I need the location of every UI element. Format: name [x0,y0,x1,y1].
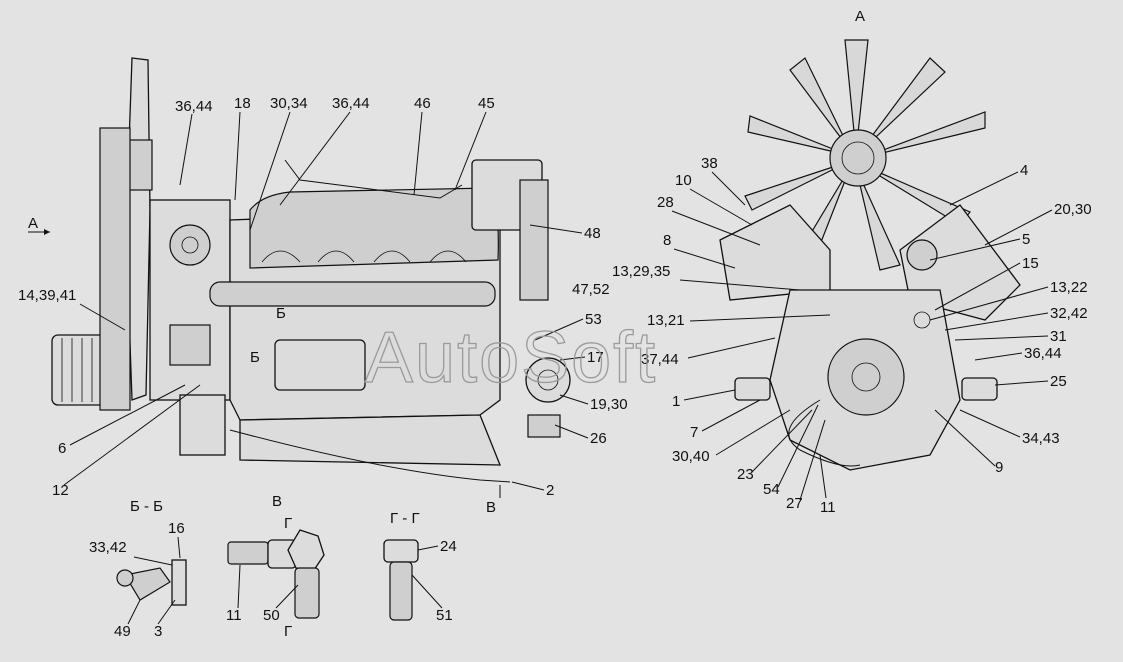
front-view-labels: 38 10 28 8 13,29,35 13,21 37,44 1 7 30,4… [612,155,1092,516]
view-mark-v: В [486,499,496,516]
callout-34-43: 34,43 [1022,430,1060,447]
section-mark-b-1: Б [276,305,286,322]
section-mark-b-2: Б [250,349,260,366]
callout-13-29-35: 13,29,35 [612,263,670,280]
callout-36-44-b: 36,44 [332,95,370,112]
callout-28: 28 [657,194,674,211]
front-view-engine: А [719,8,1021,471]
side-view-engine [51,57,571,483]
callout-20-30: 20,30 [1054,201,1092,218]
callout-30-34: 30,34 [270,95,308,112]
section-gg-title: Г - Г [390,510,420,527]
section-bb: Б - Б 16 33,42 49 3 [89,498,187,640]
view-arrow-label: А [28,215,38,232]
gamma-mark-bottom: Г [284,623,292,640]
callout-14-39-41: 14,39,41 [18,287,76,304]
callout-13-21: 13,21 [647,312,685,329]
callout-24: 24 [440,538,457,555]
callout-18: 18 [234,95,251,112]
callout-19-30: 19,30 [590,396,628,413]
callout-4: 4 [1020,162,1028,179]
callout-33-42: 33,42 [89,539,127,556]
callout-47-52: 47,52 [572,281,610,298]
callout-32-42: 32,42 [1050,305,1088,322]
view-v-title: В [272,493,282,510]
watermark: AutoSoft [365,318,657,398]
callout-38: 38 [701,155,718,172]
callout-1: 1 [672,393,680,410]
callout-48: 48 [584,225,601,242]
callout-31: 31 [1050,328,1067,345]
callout-9: 9 [995,459,1003,476]
section-gg: Г - Г 24 51 [383,510,457,624]
callout-10: 10 [675,172,692,189]
callout-15: 15 [1022,255,1039,272]
callout-16: 16 [168,520,185,537]
callout-17: 17 [587,349,604,366]
callout-25: 25 [1050,373,1067,390]
callout-30-40: 30,40 [672,448,710,465]
callout-2: 2 [546,482,554,499]
callout-5: 5 [1022,231,1030,248]
callout-37-44: 37,44 [641,351,679,368]
view-v: В Г Г 11 50 [226,493,325,640]
callout-27: 27 [786,495,803,512]
callout-49: 49 [114,623,131,640]
callout-51: 51 [436,607,453,624]
callout-26: 26 [590,430,607,447]
callout-45: 45 [478,95,495,112]
callout-6: 6 [58,440,66,457]
callout-11-view-v: 11 [226,607,242,624]
side-view-labels: А 36,44 18 30,34 36,44 46 45 48 47,52 53… [18,95,628,516]
callout-23: 23 [737,466,754,483]
callout-3: 3 [154,623,162,640]
section-bb-title: Б - Б [130,498,163,515]
callout-8: 8 [663,232,671,249]
callout-36-44-a: 36,44 [175,98,213,115]
callout-53: 53 [585,311,602,328]
callout-12: 12 [52,482,69,499]
callout-36-44-front: 36,44 [1024,345,1062,362]
callout-50: 50 [263,607,280,624]
callout-46: 46 [414,95,431,112]
callout-11: 11 [820,499,836,516]
front-view-title: А [855,8,865,25]
gamma-mark-top: Г [284,515,292,532]
callout-7: 7 [690,424,698,441]
callout-54: 54 [763,481,780,498]
callout-13-22: 13,22 [1050,279,1088,296]
